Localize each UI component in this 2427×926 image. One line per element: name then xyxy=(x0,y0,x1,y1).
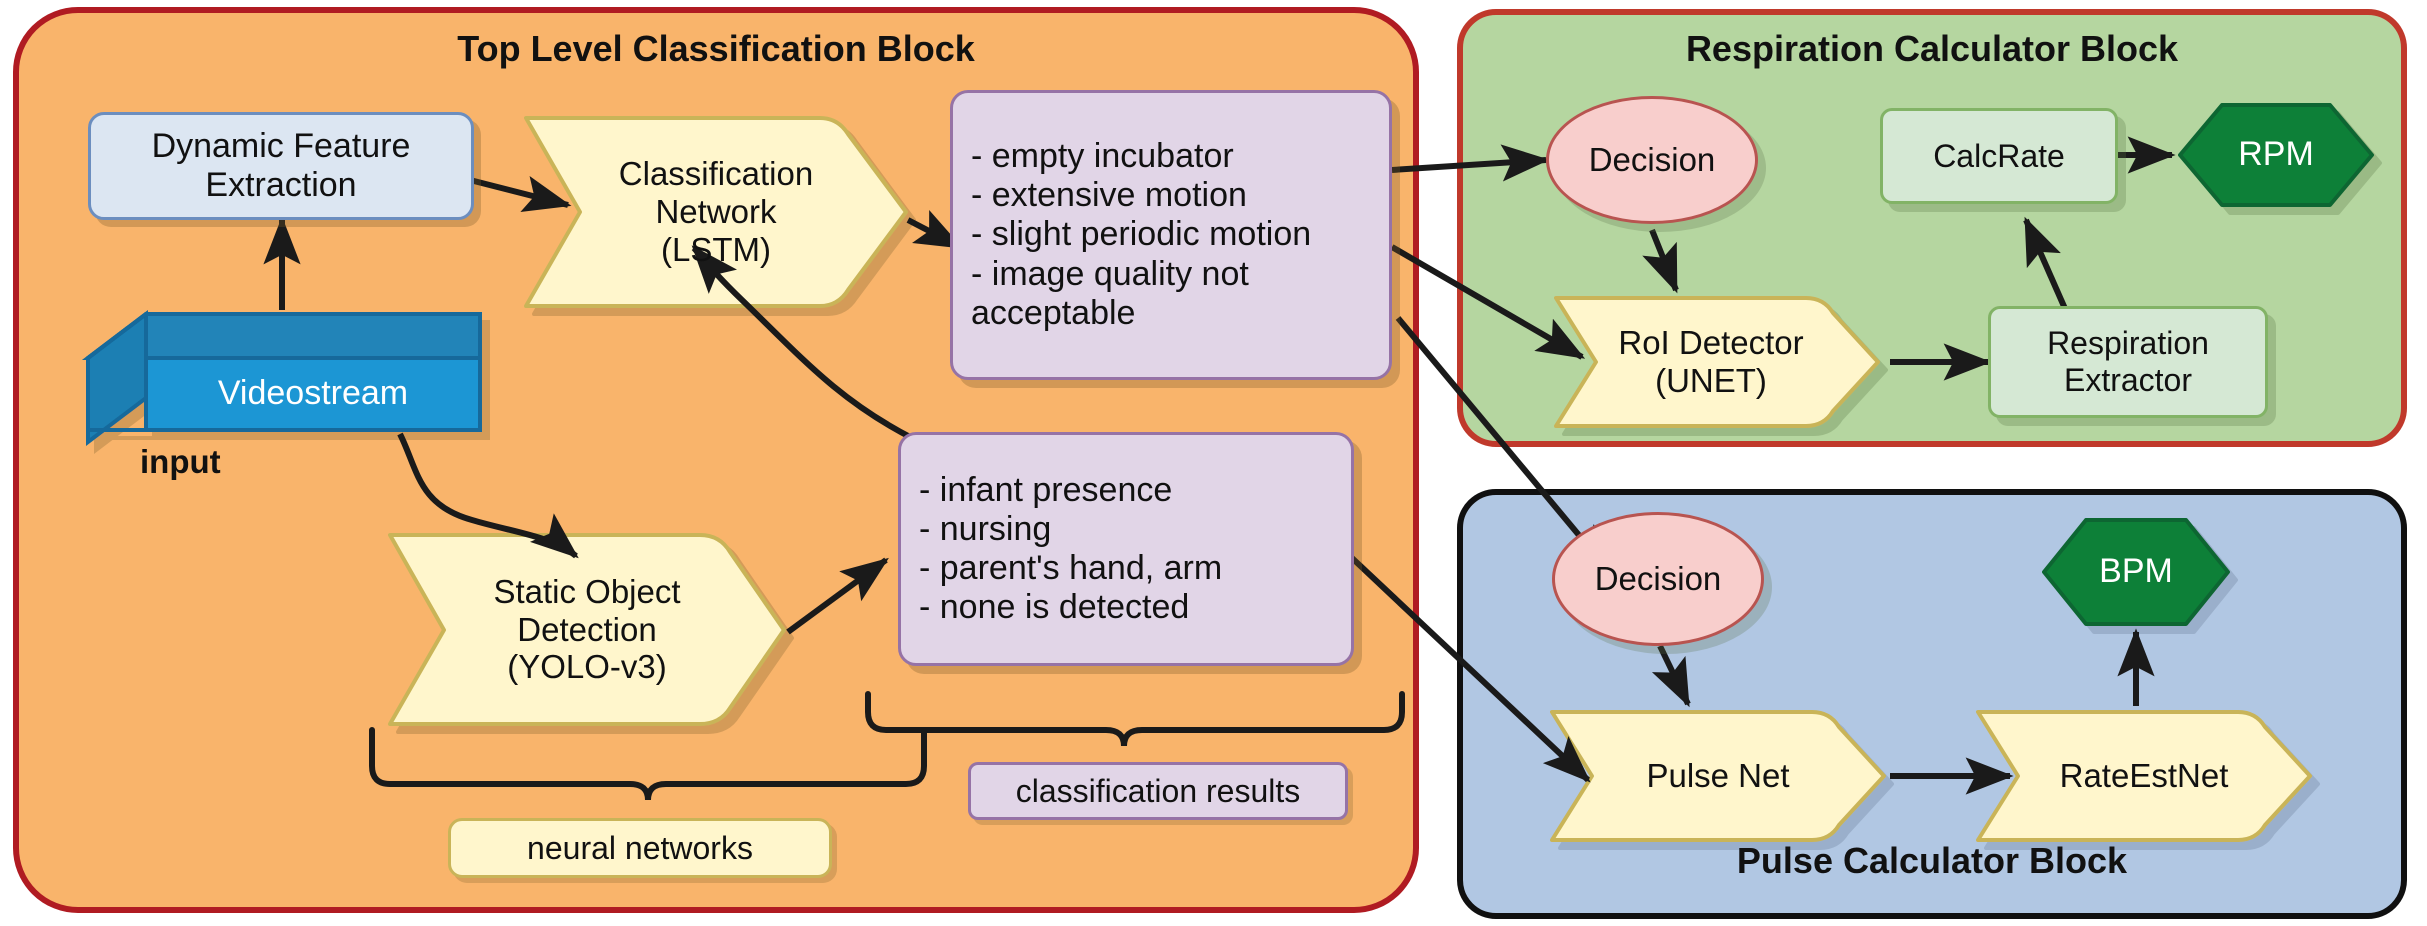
class-item: - empty incubator xyxy=(971,137,1234,176)
classification-network-label: Classification Network (LSTM) xyxy=(618,155,814,268)
classification-results-label: classification results xyxy=(1015,772,1301,809)
arrow-classes-to-respiration-decision xyxy=(1391,144,1550,182)
respiration-decision-node[interactable]: Decision xyxy=(1546,96,1758,224)
arrow-resp-decision-to-roi xyxy=(1642,228,1679,294)
respiration-extractor-node[interactable]: Respiration Extractor xyxy=(1988,306,2268,418)
class-item: - infant presence xyxy=(919,470,1173,509)
arrow-yolo-to-results xyxy=(786,557,889,635)
class-item: - image quality not xyxy=(971,254,1249,293)
pulse-net-node[interactable]: Pulse Net xyxy=(1552,712,1884,840)
neural-networks-label: neural networks xyxy=(527,829,753,866)
bpm-node[interactable]: BPM xyxy=(2044,520,2228,624)
neural-networks-tag[interactable]: neural networks xyxy=(448,818,832,878)
pulse-decision-label: Decision xyxy=(1594,560,1722,598)
input-label-text: input xyxy=(140,443,221,481)
arrow-pulse-decision-to-pulse-net xyxy=(1651,644,1691,708)
classification-classes-primary-list: - empty incubator - extensive motion - s… xyxy=(971,137,1311,332)
dynamic-feature-extraction-node[interactable]: Dynamic Feature Extraction xyxy=(88,112,474,220)
class-item: - nursing xyxy=(919,509,1052,548)
static-object-detection-label: Static Object Detection (YOLO-v3) xyxy=(493,572,681,686)
pulse-calculator-block-title: Pulse Calculator Block xyxy=(1736,840,2128,881)
roi-detector-node[interactable]: RoI Detector (UNET) xyxy=(1556,298,1866,426)
dynamic-feature-extraction-label: Dynamic Feature Extraction xyxy=(151,126,411,204)
classification-classes-primary-node[interactable]: - empty incubator - extensive motion - s… xyxy=(950,90,1392,380)
classification-classes-secondary-node[interactable]: - infant presence - nursing - parent's h… xyxy=(898,432,1354,666)
arrow-respiration-extractor-to-calcrate xyxy=(2023,216,2073,322)
respiration-calculator-block-title: Respiration Calculator Block xyxy=(1685,28,2179,69)
class-item: - parent's hand, arm xyxy=(919,549,1223,587)
class-item: - extensive motion xyxy=(971,176,1247,215)
calc-rate-node[interactable]: CalcRate xyxy=(1880,108,2118,204)
respiration-decision-label: Decision xyxy=(1588,141,1716,179)
rate-est-net-label: RateEstNet xyxy=(2059,757,2229,795)
roi-detector-label: RoI Detector (UNET) xyxy=(1618,324,1804,399)
class-item: acceptable xyxy=(971,293,1136,332)
classification-classes-secondary-list: - infant presence - nursing - parent's h… xyxy=(919,471,1222,627)
class-item: - none is detected xyxy=(919,588,1190,627)
pulse-decision-node[interactable]: Decision xyxy=(1552,512,1764,646)
brace-classification-results xyxy=(865,691,1405,747)
rate-est-net-node[interactable]: RateEstNet xyxy=(1978,712,2310,840)
classification-network-node[interactable]: Classification Network (LSTM) xyxy=(526,118,906,306)
classification-results-tag[interactable]: classification results xyxy=(968,762,1348,820)
arrow-classes-to-roi-detector xyxy=(1390,244,1586,360)
calc-rate-label: CalcRate xyxy=(1933,137,2065,174)
rpm-node[interactable]: RPM xyxy=(2180,105,2372,205)
bpm-label: BPM xyxy=(2099,552,2173,591)
videostream-label: Videostream xyxy=(217,374,409,413)
rpm-label: RPM xyxy=(2238,135,2314,174)
videostream-node[interactable]: Videostream xyxy=(146,358,480,430)
respiration-extractor-label: Respiration Extractor xyxy=(2047,325,2209,398)
top-level-classification-block-title: Top Level Classification Block xyxy=(457,28,975,69)
brace-neural-networks-visible xyxy=(369,727,927,801)
class-item: - slight periodic motion xyxy=(971,215,1312,254)
pulse-net-label: Pulse Net xyxy=(1646,757,1790,795)
static-object-detection-node[interactable]: Static Object Detection (YOLO-v3) xyxy=(390,535,784,724)
